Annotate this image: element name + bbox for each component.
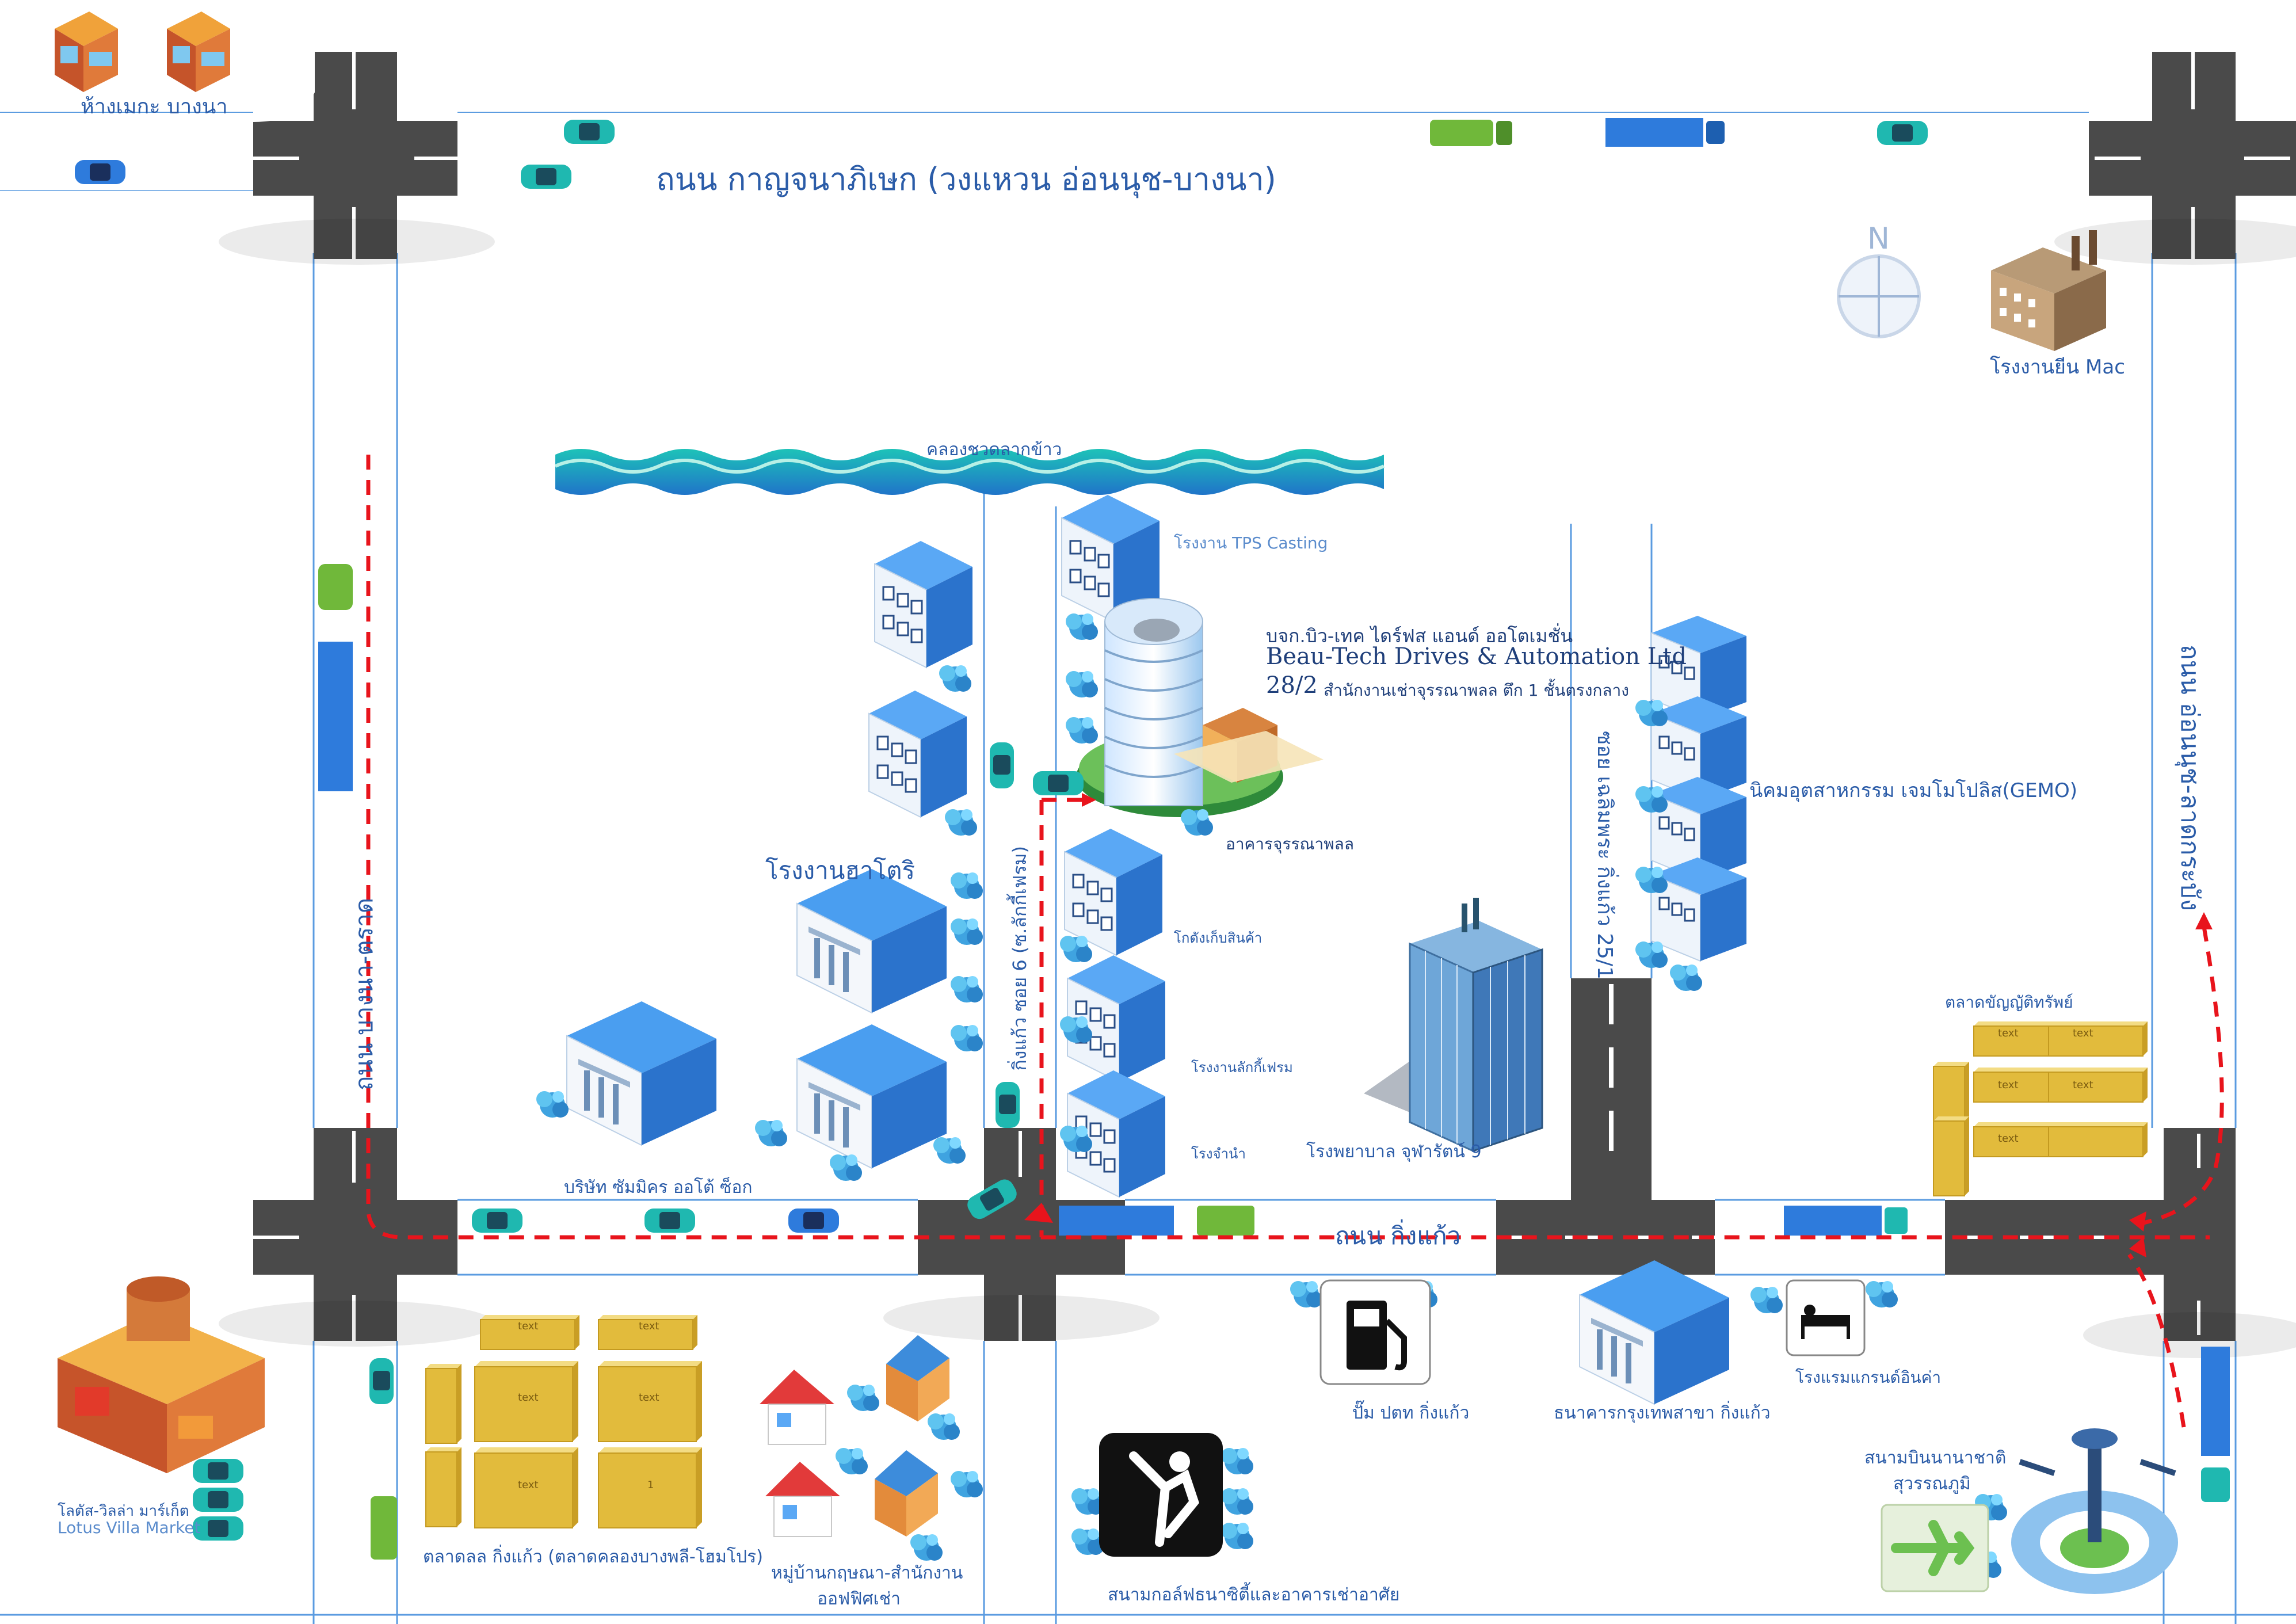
company-th-label: บจก.บิว-เทค ไดร์ฟส แอนด์ ออโตเมชั่น — [1266, 625, 1573, 647]
airport-label: สนามบินนานาชาติ — [1864, 1448, 2007, 1468]
mac-factory-icon — [1991, 230, 2106, 351]
crate-text: text — [1998, 1079, 2019, 1091]
gas-pump-icon — [1319, 1279, 1431, 1385]
company-en-label: Beau-Tech Drives & Automation Ltd — [1266, 643, 1687, 670]
company-addr-label: สำนักงานเช่าจุรรณาพลล ตึก 1 ชั้นตรงกลาง — [1324, 681, 1629, 700]
pawnshop-label: โรงจำนำ — [1191, 1146, 1246, 1162]
hatori-factory-label: โรงงานฮาโตริ — [765, 856, 916, 885]
building-icon — [868, 689, 968, 818]
ptt-label: ปั๊ม ปตท กิ่งแก้ว — [1352, 1403, 1470, 1423]
golf-label: สนามกอล์ฟธนาซิตี้และอาคารเช่าอาศัย — [1108, 1585, 1400, 1605]
crate-text: text — [1998, 1133, 2019, 1145]
canal-label: คลองชวดลากข้าว — [926, 440, 1062, 460]
chuwanna-building-label: อาคารจุรรณาพลล — [1226, 834, 1354, 853]
village-label: หมู่บ้านกฤษณา-สำนักงาน — [771, 1563, 963, 1583]
bank-label: ธนาคารกรุงเทพสาขา กิ่งแก้ว — [1554, 1403, 1771, 1423]
lotus-th-label: โลตัส-วิลล่า มาร์เก็ต — [58, 1503, 189, 1520]
airport-icon — [1881, 1428, 2178, 1594]
bottom-road-edges — [457, 1199, 1945, 1276]
crate-text: text — [518, 1320, 539, 1332]
mac-factory-label: โรงงานยีน Mac — [1990, 356, 2125, 379]
golf-icon — [1099, 1433, 1223, 1557]
compass-north-label: N — [1867, 222, 1890, 256]
route-arrows — [1024, 793, 2213, 1257]
lotus-villa-icon — [58, 1276, 265, 1473]
gemo-label: นิคมอุตสาหกรรม เจมโมโปลิส(GEMO) — [1749, 779, 2077, 802]
soi6-label: กิ่งแก้ว ซอย 6 (ซ.ลักกี้เฟรม) — [1009, 846, 1031, 1071]
building-icon — [1063, 828, 1164, 956]
crate-text: text — [518, 1479, 539, 1491]
hatori-factory-icon — [796, 868, 947, 1013]
asset-market-label: ตลาดขัญญัติทรัพย์ — [1945, 993, 2073, 1012]
building-icon — [874, 540, 974, 669]
intersections — [219, 52, 2296, 1358]
kingkaew-market-crates — [425, 1314, 703, 1528]
crate-text: text — [639, 1392, 659, 1404]
soi251-label: ซอย เฉลิมพระ กิ่งแก้ว 25/1 — [1593, 731, 1616, 979]
hospital-icon — [1364, 898, 1543, 1153]
village-label-2: ออฟฟิศเช่า — [817, 1589, 901, 1609]
lotus-en-label: Lotus Villa Market — [58, 1518, 201, 1537]
hatori-factory-icon — [796, 1024, 947, 1169]
bank-icon — [1579, 1260, 1730, 1405]
lucky-frame-label: โรงงานลักกี้เฟรม — [1191, 1059, 1293, 1076]
gemo-building-icon — [1650, 856, 1748, 962]
asset-market-crates — [1933, 1021, 2148, 1196]
route-path — [366, 455, 2224, 1428]
sumicon-label: บริษัท ซัมมิคร ออโต้ ซ็อก — [564, 1177, 753, 1198]
bottom-road-label: ถนน กิ่งแก้ว — [1335, 1222, 1461, 1250]
mega-bangna-label: ห้างเมกะ บางนา — [81, 95, 228, 119]
airport-label-2: สุวรรณภูมิ — [1893, 1474, 1971, 1494]
hotel-label: โรงแรมแกรนด์อินค่า — [1795, 1368, 1942, 1387]
crate-text: text — [639, 1320, 659, 1332]
crate-text: text — [2073, 1027, 2093, 1039]
left-road-label: ถนน บางนา-ตราด — [350, 898, 378, 1091]
company-addr-no: 28/2 — [1266, 672, 1318, 699]
warehouse-label: โกดังเก็บสินค้า — [1174, 930, 1263, 946]
crate-text: 1 — [647, 1479, 654, 1491]
hospital-label: โรงพยาบาล จุฬารัตน์ 9 — [1306, 1142, 1482, 1162]
sumicon-building-icon — [566, 1001, 717, 1146]
crate-text: text — [2073, 1079, 2093, 1091]
hotel-icon — [1786, 1279, 1866, 1356]
compass-icon — [1837, 254, 1921, 338]
crate-text: text — [518, 1392, 539, 1404]
tps-casting-label: โรงงาน TPS Casting — [1174, 533, 1328, 552]
canal — [554, 449, 1385, 495]
village-house-icons — [760, 1335, 949, 1537]
chuwanna-building-icon — [1076, 598, 1324, 817]
mega-bangna-icon — [55, 12, 230, 92]
top-road-label: ถนน กาญจนาภิเษก (วงแหวน อ่อนนุช-บางนา) — [656, 161, 1276, 197]
kingkaew-market-label: ตลาดลล กิ่งแก้ว (ตลาดคลองบางพลี-โฮมโปร) — [423, 1547, 763, 1567]
crate-text: text — [1998, 1027, 2019, 1039]
vehicles — [75, 118, 2230, 1560]
right-road-label: ถนน อ่อนนุช-ลาดกระบัง — [2175, 645, 2205, 912]
